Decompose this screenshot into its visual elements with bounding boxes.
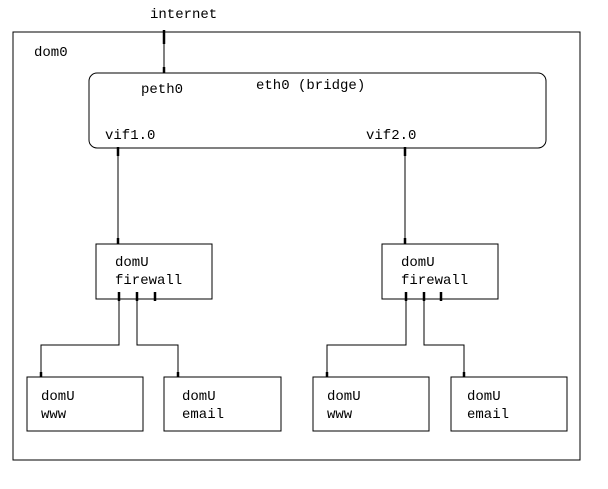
dom0-label: dom0 <box>34 45 68 61</box>
firewall1-line1: domU <box>115 255 149 271</box>
guest-www2-line2: www <box>327 407 353 423</box>
internet-label: internet <box>150 7 217 23</box>
guest-email2-line2: email <box>467 407 509 423</box>
guest-www2-line1: domU <box>327 389 361 405</box>
guest-email1-line2: email <box>182 407 224 423</box>
guest-email1-box <box>163 376 282 432</box>
vif2-label: vif2.0 <box>366 128 416 144</box>
firewall1-box <box>95 243 213 300</box>
vif1-label: vif1.0 <box>105 128 155 144</box>
bridge-box <box>88 72 547 149</box>
guest-www1-line1: domU <box>41 389 75 405</box>
guest-email2-box <box>450 376 568 432</box>
firewall2-line1: domU <box>401 255 435 271</box>
firewall2-line2: firewall <box>401 273 468 289</box>
bridge-label: eth0 (bridge) <box>256 78 365 94</box>
peth0-label: peth0 <box>141 82 183 98</box>
guest-www1-line2: www <box>41 407 67 423</box>
guest-www2-box <box>312 376 430 432</box>
firewall1-line2: firewall <box>115 273 182 289</box>
firewall2-www-link <box>326 299 407 377</box>
guest-email2-line1: domU <box>467 389 501 405</box>
firewall2-box <box>381 243 499 300</box>
firewall1-www-link <box>40 299 120 377</box>
firewall2-email-link <box>423 299 465 377</box>
guest-email1-line1: domU <box>182 389 216 405</box>
guest-www1-box <box>26 376 144 432</box>
firewall1-email-link <box>136 299 179 377</box>
